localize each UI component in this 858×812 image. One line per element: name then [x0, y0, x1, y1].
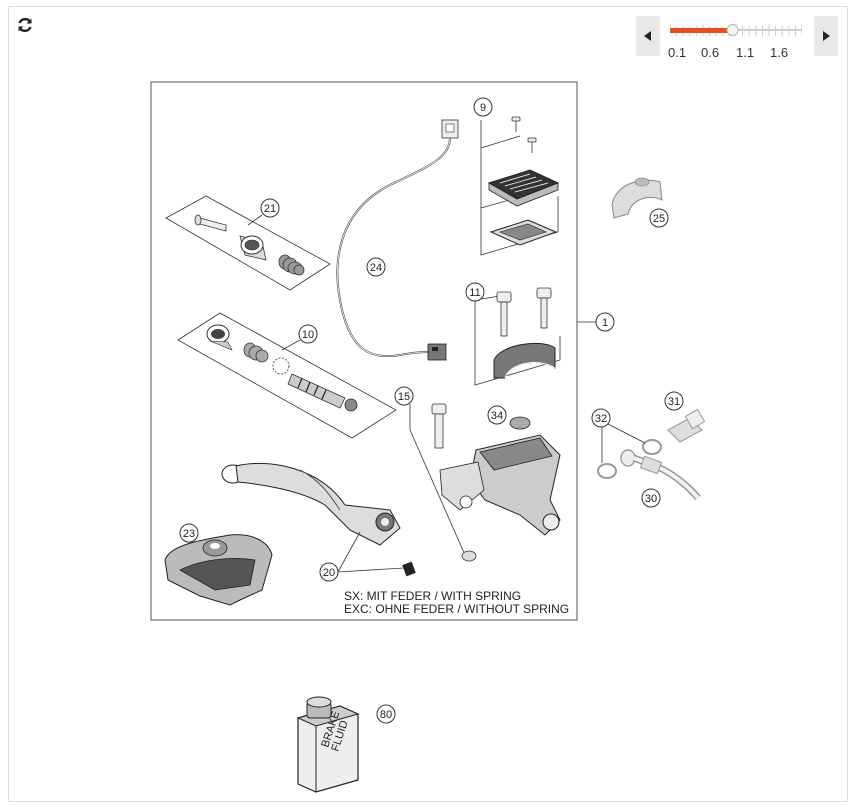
callout-15: 15	[398, 391, 410, 403]
zoom-tick-label: 1.6	[770, 45, 789, 60]
zoom-control: 0.1 0.6 1.1 1.6	[636, 16, 838, 60]
part-group-31: 31	[664, 391, 706, 443]
callout-23: 23	[183, 528, 195, 540]
zoom-slider-thumb[interactable]	[726, 24, 739, 36]
callout-32: 32	[595, 413, 607, 425]
part-group-23: 23	[164, 523, 273, 606]
callout-10: 10	[302, 329, 314, 341]
part-group-9: 9	[473, 97, 560, 256]
arrow-left-icon	[644, 31, 651, 41]
part-group-32: 32	[591, 408, 646, 463]
callout-30: 30	[645, 493, 657, 505]
zoom-slider[interactable]	[670, 24, 802, 36]
zoom-slider-fill	[670, 28, 733, 33]
part-group-24: 24	[336, 119, 459, 361]
assembly-box	[150, 81, 578, 621]
zoom-tick-label: 1.1	[736, 45, 755, 60]
part-group-25: 25	[611, 177, 669, 228]
callout-24: 24	[370, 262, 382, 274]
diagram-frame	[8, 6, 848, 802]
part-group-15: 15	[394, 386, 477, 562]
callout-20: 20	[323, 567, 335, 579]
callout-21: 21	[264, 203, 276, 215]
part-group-30: 30	[597, 439, 701, 508]
part-group-11: 11	[465, 282, 561, 386]
spring-note-line1: SX: MIT FEDER / WITH SPRING	[344, 589, 522, 603]
refresh-icon[interactable]	[16, 16, 34, 34]
part-group-20: 20	[221, 463, 416, 582]
zoom-tick-label: 0.6	[701, 45, 720, 60]
callout-11: 11	[469, 287, 480, 299]
callout-34: 34	[491, 410, 503, 422]
callout-9: 9	[480, 102, 486, 114]
arrow-right-icon	[823, 31, 830, 41]
callout-1: 1	[602, 317, 608, 329]
part-group-1: 1	[577, 312, 615, 332]
callout-25: 25	[653, 213, 665, 225]
part-group-80: BRAKE FLUID 80	[296, 696, 396, 793]
spring-note-line2: EXC: OHNE FEDER / WITHOUT SPRING	[344, 602, 570, 616]
callout-80: 80	[380, 709, 392, 721]
zoom-out-button[interactable]	[636, 16, 660, 56]
master-cylinder-body: 34	[439, 405, 561, 536]
part-group-10: 10	[177, 312, 397, 439]
part-group-21: 21	[165, 195, 331, 291]
callout-31: 31	[668, 396, 680, 408]
zoom-in-button[interactable]	[814, 16, 838, 56]
zoom-tick-label: 0.1	[668, 45, 687, 60]
